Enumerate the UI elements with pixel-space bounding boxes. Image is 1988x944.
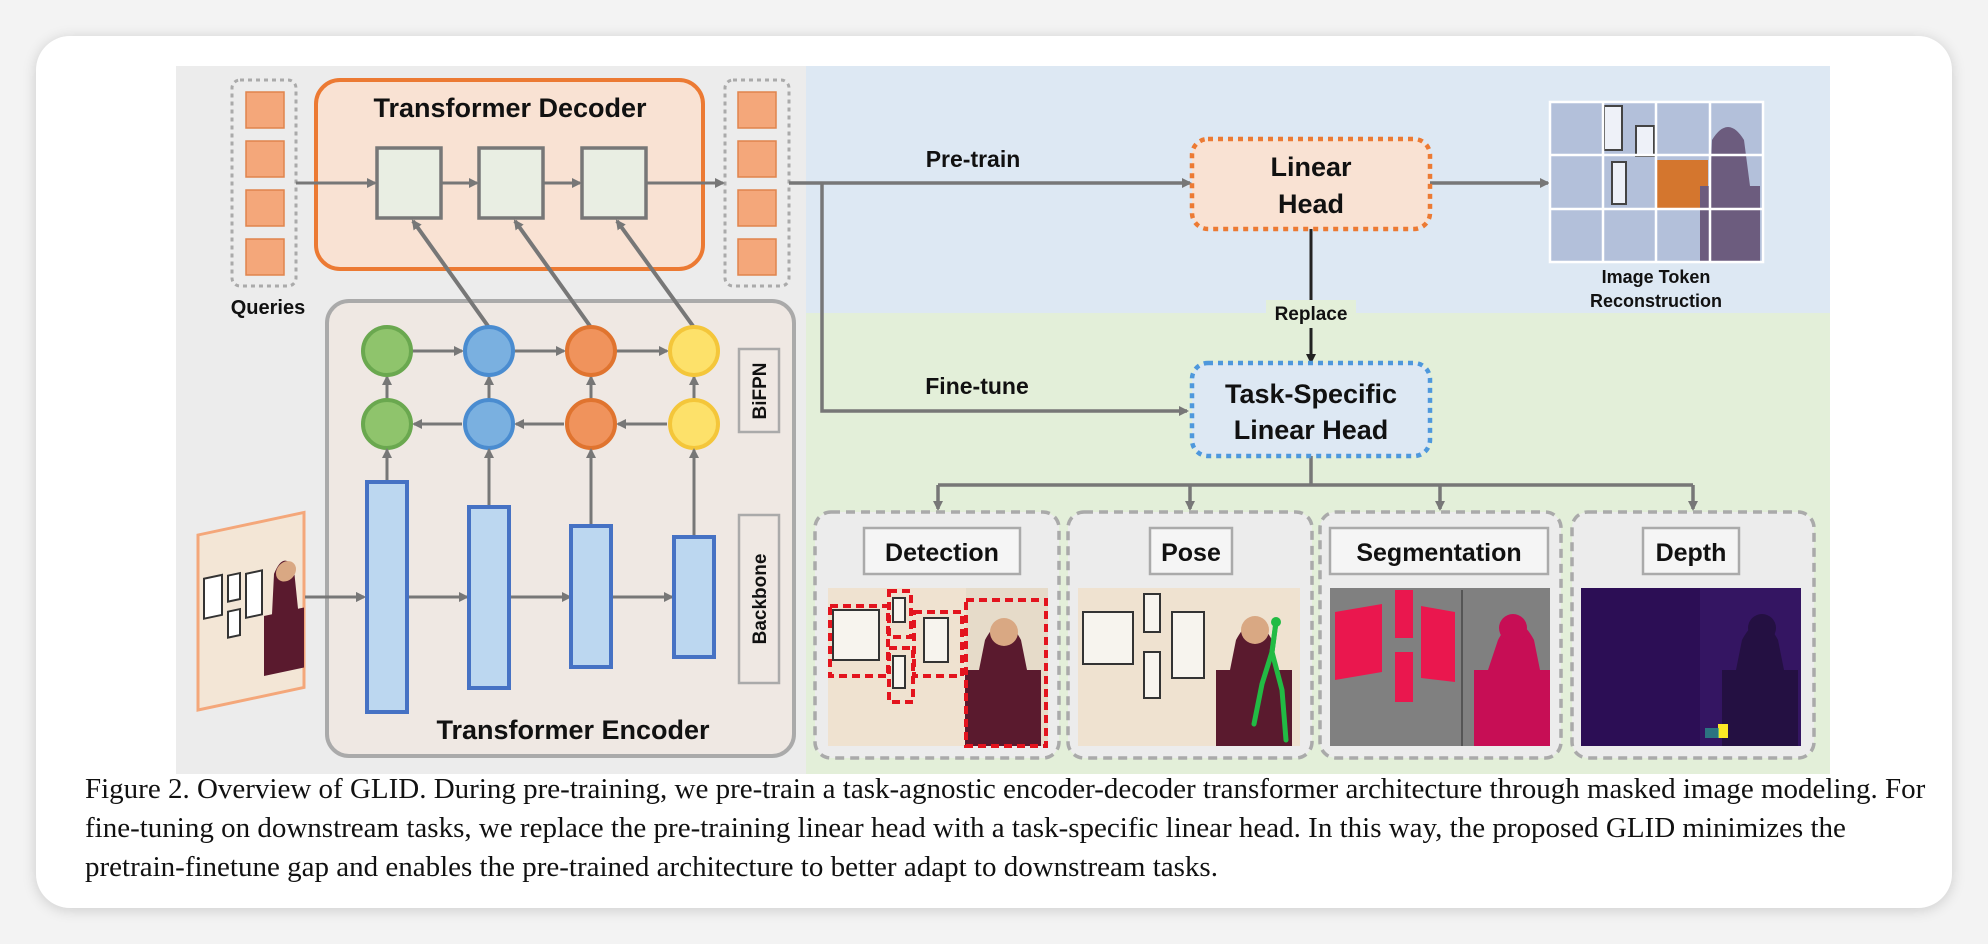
reconstruction-line1: Image Token <box>1602 267 1711 287</box>
decoder-title: Transformer Decoder <box>373 93 647 123</box>
encoder-title: Transformer Encoder <box>436 715 710 745</box>
segmentation-result-image <box>1330 588 1550 746</box>
decoder-layer <box>375 146 443 220</box>
query-token <box>245 189 285 227</box>
bifpn-label: BiFPN <box>750 363 771 420</box>
query-token <box>245 91 285 129</box>
task-head-line1: Task-Specific <box>1225 379 1397 409</box>
task-label-pose: Pose <box>1161 539 1221 567</box>
bifpn-node-green <box>361 398 413 450</box>
bifpn-node-green <box>361 325 413 377</box>
bifpn-node-orange <box>565 325 617 377</box>
replace-label-bg <box>1266 300 1356 328</box>
task-head-line2: Linear Head <box>1234 415 1389 445</box>
finetune-label: Fine-tune <box>925 373 1029 399</box>
pose-result-image <box>1078 588 1300 746</box>
input-image <box>196 510 306 712</box>
backbone-stage-1 <box>365 480 409 714</box>
bifpn-node-blue <box>463 325 515 377</box>
output-token <box>737 140 777 178</box>
linear-head-line1: Linear <box>1270 152 1352 182</box>
decoder-layer <box>477 146 545 220</box>
detection-result-image <box>828 588 1048 748</box>
backbone-stage-4 <box>672 535 716 659</box>
bifpn-connections <box>382 346 699 429</box>
backbone-label: Backbone <box>750 554 771 645</box>
output-token <box>737 91 777 129</box>
bifpn-to-decoder-arrows <box>411 219 695 328</box>
backbone-label-box <box>737 513 781 685</box>
reconstruction-line2: Reconstruction <box>1590 291 1722 311</box>
linear-head-line2: Head <box>1278 189 1344 219</box>
decoder-layer <box>580 146 648 220</box>
bifpn-node-orange <box>565 398 617 450</box>
task-label-box <box>1328 526 1550 576</box>
linear-head-box <box>1189 136 1433 232</box>
task-label-box <box>1641 526 1741 576</box>
query-token <box>245 140 285 178</box>
reconstruction-image <box>1548 100 1765 264</box>
backbone-stage-3 <box>569 524 613 669</box>
replace-label: Replace <box>1275 304 1348 325</box>
bifpn-label-box <box>737 347 781 434</box>
head-flow-arrows <box>789 178 1698 511</box>
depth-result-image <box>1581 588 1801 746</box>
bifpn-node-yellow <box>668 398 720 450</box>
output-token <box>737 189 777 227</box>
task-label-box <box>1148 526 1234 576</box>
query-token <box>245 238 285 276</box>
backbone-stage-2 <box>467 505 511 690</box>
task-label-box <box>862 526 1022 576</box>
queries-label: Queries <box>231 297 305 319</box>
task-label-detection: Detection <box>885 539 999 567</box>
task-label-segmentation: Segmentation <box>1356 539 1521 567</box>
task-label-depth: Depth <box>1656 539 1727 567</box>
output-token <box>737 238 777 276</box>
task-specific-head-box <box>1189 360 1433 459</box>
bifpn-node-blue <box>463 398 515 450</box>
bifpn-node-yellow <box>668 325 720 377</box>
figure-caption: Figure 2. Overview of GLID. During pre-t… <box>85 773 1926 883</box>
pretrain-label: Pre-train <box>926 146 1021 172</box>
